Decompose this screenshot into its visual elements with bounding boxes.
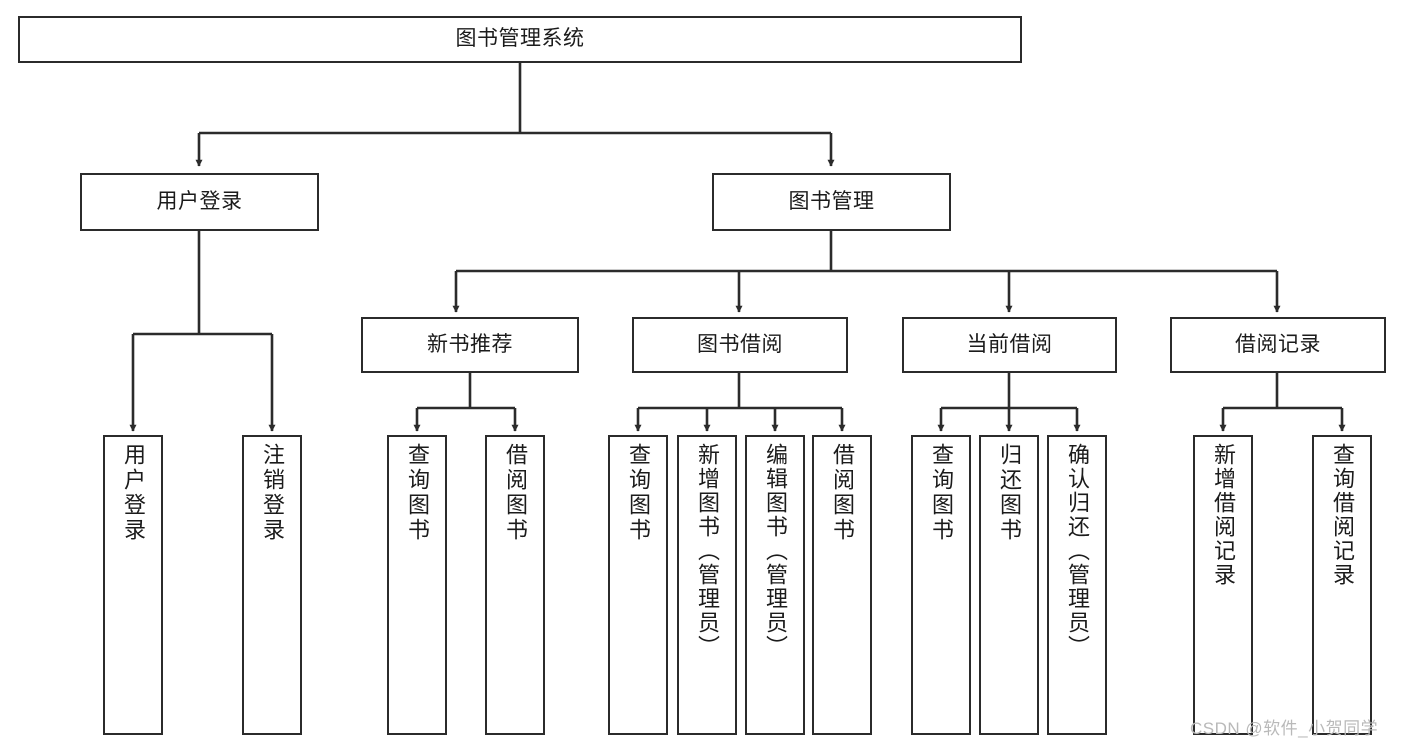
watermark-text: CSDN @软件_小贺同学 — [1190, 719, 1379, 738]
leaf-query-book-3-label: 查询图书 — [929, 443, 954, 543]
leaf-edit-book[interactable]: 编辑图书（管理员） — [745, 435, 805, 735]
node-user-login-label: 用户登录 — [156, 189, 243, 213]
leaf-borrow-book-2[interactable]: 借阅图书 — [812, 435, 872, 735]
leaf-confirm-return-label: 确认归还（管理员） — [1065, 443, 1090, 659]
node-current-borrow-label: 当前借阅 — [966, 332, 1053, 356]
leaf-confirm-return[interactable]: 确认归还（管理员） — [1047, 435, 1107, 735]
leaf-user-login-label: 用户登录 — [121, 443, 146, 543]
leaf-edit-book-label: 编辑图书（管理员） — [763, 443, 788, 659]
leaf-query-book-2[interactable]: 查询图书 — [608, 435, 668, 735]
leaf-return-book-label: 归还图书 — [997, 443, 1022, 543]
leaf-borrow-book-1[interactable]: 借阅图书 — [485, 435, 545, 735]
leaf-query-book-1[interactable]: 查询图书 — [387, 435, 447, 735]
node-book-management[interactable]: 图书管理 — [712, 173, 951, 231]
node-borrow-record-label: 借阅记录 — [1235, 332, 1321, 356]
node-borrow-record[interactable]: 借阅记录 — [1170, 317, 1386, 373]
leaf-query-book-2-label: 查询图书 — [626, 443, 651, 543]
leaf-add-record[interactable]: 新增借阅记录 — [1193, 435, 1253, 735]
leaf-query-record[interactable]: 查询借阅记录 — [1312, 435, 1372, 735]
node-new-book-recommend-label: 新书推荐 — [427, 332, 513, 356]
leaf-return-book[interactable]: 归还图书 — [979, 435, 1039, 735]
node-current-borrow[interactable]: 当前借阅 — [902, 317, 1117, 373]
node-book-borrow-label: 图书借阅 — [697, 332, 783, 356]
node-user-login[interactable]: 用户登录 — [80, 173, 319, 231]
leaf-borrow-book-2-label: 借阅图书 — [830, 443, 855, 543]
leaf-add-record-label: 新增借阅记录 — [1211, 443, 1236, 587]
leaf-query-record-label: 查询借阅记录 — [1330, 443, 1355, 587]
leaf-logout-label: 注销登录 — [260, 443, 285, 543]
leaf-logout[interactable]: 注销登录 — [242, 435, 302, 735]
leaf-query-book-3[interactable]: 查询图书 — [911, 435, 971, 735]
leaf-borrow-book-1-label: 借阅图书 — [503, 443, 528, 543]
node-book-management-label: 图书管理 — [788, 189, 875, 213]
node-new-book-recommend[interactable]: 新书推荐 — [361, 317, 579, 373]
node-book-borrow[interactable]: 图书借阅 — [632, 317, 848, 373]
node-root[interactable]: 图书管理系统 — [18, 16, 1022, 63]
leaf-add-book-label: 新增图书（管理员） — [695, 443, 720, 659]
leaf-user-login[interactable]: 用户登录 — [103, 435, 163, 735]
leaf-query-book-1-label: 查询图书 — [405, 443, 430, 543]
node-root-label: 图书管理系统 — [455, 27, 585, 51]
leaf-add-book[interactable]: 新增图书（管理员） — [677, 435, 737, 735]
